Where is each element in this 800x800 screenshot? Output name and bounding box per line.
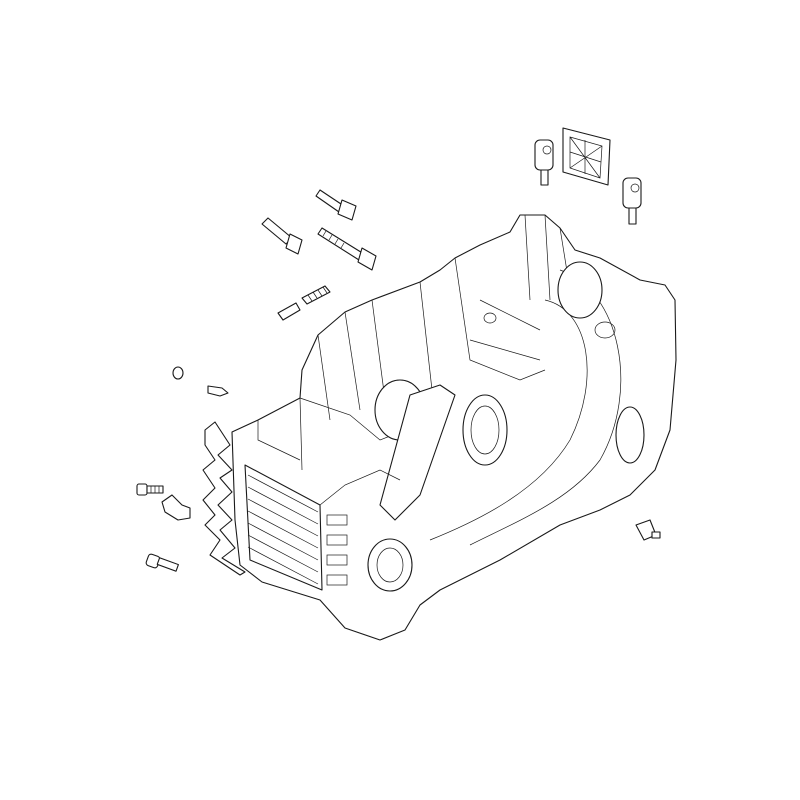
bearing-boss-top (557, 261, 603, 319)
av-mount-right (622, 177, 642, 225)
t-pin-short-right (315, 189, 357, 221)
buffer (635, 519, 661, 541)
cooling-grille (244, 464, 323, 591)
crank-bearing-seat (462, 394, 508, 466)
nut (172, 366, 184, 380)
av-mount-left (534, 139, 554, 186)
screw-upper-left (136, 483, 164, 496)
pin (207, 385, 229, 397)
front-plate-with-spikes (202, 421, 246, 576)
crankcase (231, 214, 677, 641)
handle-arm (379, 384, 456, 521)
t-pin-short-left (261, 217, 303, 255)
spring-clip (277, 302, 301, 321)
t-bolt-threaded (317, 227, 377, 271)
filter-element (562, 127, 611, 186)
clip-plate (161, 494, 191, 521)
side-bearing-opening (615, 406, 645, 464)
spring (301, 285, 331, 305)
screw-lower-left (145, 553, 179, 572)
front-bearing-opening (367, 538, 413, 592)
